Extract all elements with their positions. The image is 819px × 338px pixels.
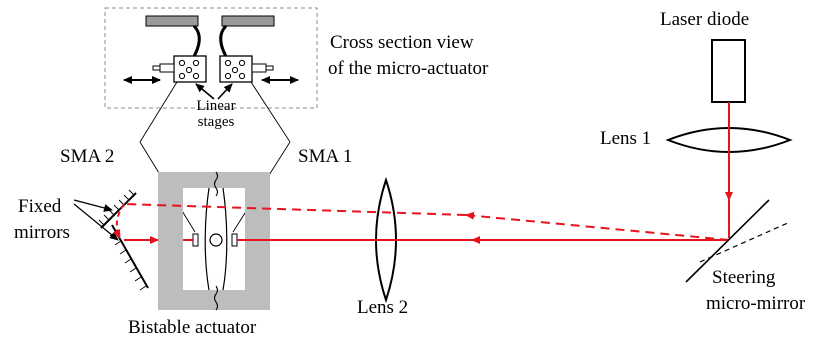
linear-stages-label-line2: stages <box>198 114 235 130</box>
actuator-spring-top <box>213 171 219 197</box>
steering-label-line1: Steering <box>712 267 776 288</box>
cross-section-inset: Linear stages <box>104 7 318 130</box>
fixed-mirrors-label-line1: Fixed <box>18 196 62 217</box>
lens1-label: Lens 1 <box>600 128 651 149</box>
actuator-spring-bottom <box>213 285 219 311</box>
laser-diode-label: Laser diode <box>660 9 749 30</box>
sma1-pad <box>231 233 238 247</box>
linear-stage-right <box>219 55 274 83</box>
lens2-label: Lens 2 <box>357 297 408 318</box>
beam-dashed-between-mirrors <box>112 203 125 239</box>
linear-stages-label-line1: Linear <box>196 98 235 114</box>
beam-dashed-return-b <box>123 203 467 216</box>
fixed-mirror-upper <box>98 189 137 229</box>
actuator-beam-right <box>222 187 228 291</box>
sma2-label: SMA 2 <box>60 146 114 167</box>
inset-sma-wire-right <box>219 24 230 61</box>
linear-stages-pointer-left <box>195 83 215 100</box>
inset-top-plate-left <box>145 15 199 27</box>
actuator-beam-left <box>204 187 210 291</box>
cross-section-label-line1: Cross section view <box>330 32 474 53</box>
fixed-mirrors-label-line2: mirrors <box>14 222 70 243</box>
inset-sma-wire-left <box>190 24 201 61</box>
laser-beam <box>112 102 733 244</box>
fixed-mirror-lower <box>109 224 149 291</box>
cross-section-label-line2: of the micro-actuator <box>328 58 489 79</box>
beam-dashed-return-a <box>465 211 730 241</box>
laser-diode <box>711 39 746 103</box>
linear-stages-pointer-right <box>217 83 233 100</box>
fixed-mirrors-pointer-lower <box>73 203 119 241</box>
fixed-mirrors-pointer-upper <box>73 199 113 212</box>
bistable-actuator-label: Bistable actuator <box>128 317 257 338</box>
steering-micro-mirror <box>685 199 791 283</box>
inset-dashed-box <box>104 7 318 109</box>
sma2-pad <box>192 233 199 247</box>
sma1-label: SMA 1 <box>298 146 352 167</box>
actuator-center-mirror <box>209 233 223 247</box>
callout-line-right-outer <box>250 81 291 143</box>
callout-line-left-outer <box>139 81 178 143</box>
inset-top-plate-right <box>221 15 275 27</box>
steering-label-line2: micro-mirror <box>706 293 806 314</box>
linear-stage-left <box>152 55 207 83</box>
